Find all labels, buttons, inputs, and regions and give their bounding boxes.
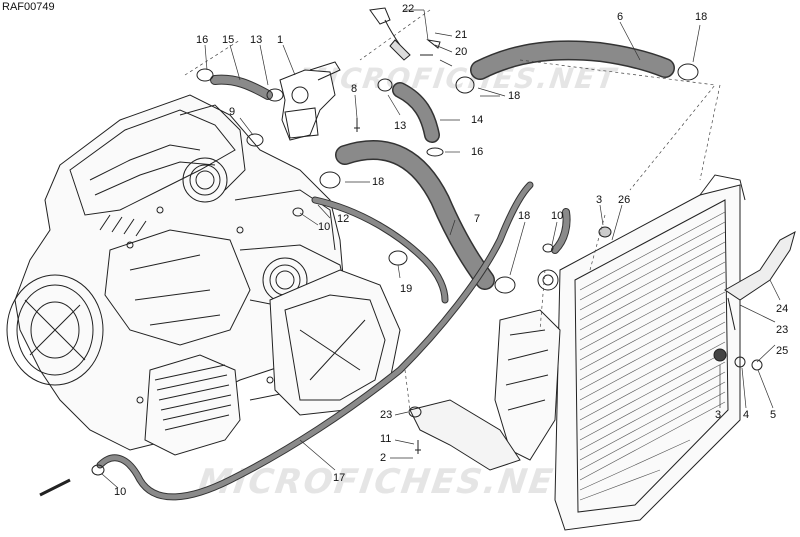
callout-9: 9 xyxy=(229,106,236,118)
bracket-24 xyxy=(724,231,796,301)
callout-18-b: 18 xyxy=(508,90,521,102)
callout-10-b: 10 xyxy=(551,210,564,222)
clamp xyxy=(196,68,214,82)
callout-19: 19 xyxy=(400,283,413,295)
callout-18-d: 18 xyxy=(518,210,531,222)
callout-3-b: 3 xyxy=(715,409,722,421)
diagram-code: RAF00749 xyxy=(2,1,55,13)
callout-15: 15 xyxy=(222,34,235,46)
callout-12: 12 xyxy=(337,213,350,225)
thermostat-housing xyxy=(279,61,341,141)
callout-14: 14 xyxy=(471,114,484,126)
callout-1: 1 xyxy=(277,34,284,46)
radiator xyxy=(494,174,746,531)
callout-24: 24 xyxy=(776,303,789,315)
callout-23: 23 xyxy=(776,324,789,336)
callout-8: 8 xyxy=(351,83,358,95)
callout-22: 22 xyxy=(402,3,415,15)
callout-26: 26 xyxy=(618,194,631,206)
engine-block xyxy=(6,94,351,451)
callout-25: 25 xyxy=(776,345,789,357)
callout-16-b: 16 xyxy=(471,146,484,158)
callout-20: 20 xyxy=(455,46,468,58)
callout-3: 3 xyxy=(596,194,603,206)
callout-13-b: 13 xyxy=(394,120,407,132)
callout-5: 5 xyxy=(770,409,777,421)
callout-2: 2 xyxy=(380,452,387,464)
lower-bracket xyxy=(409,399,521,471)
callout-17: 17 xyxy=(333,472,346,484)
engine-side-cover xyxy=(269,269,401,416)
ring-16 xyxy=(426,147,444,157)
callout-23-b: 23 xyxy=(380,409,393,421)
callout-10-c: 10 xyxy=(114,486,127,498)
callout-7: 7 xyxy=(474,213,481,225)
callout-21: 21 xyxy=(455,29,468,41)
callout-10: 10 xyxy=(318,221,331,233)
callout-11: 11 xyxy=(380,433,392,445)
callout-16: 16 xyxy=(196,34,209,46)
oil-cooler xyxy=(144,354,241,456)
callout-4: 4 xyxy=(743,409,750,421)
temperature-sensor xyxy=(369,7,411,61)
callout-6: 6 xyxy=(617,11,624,23)
callout-18-c: 18 xyxy=(372,176,385,188)
callout-13: 13 xyxy=(250,34,263,46)
callout-18: 18 xyxy=(695,11,708,23)
